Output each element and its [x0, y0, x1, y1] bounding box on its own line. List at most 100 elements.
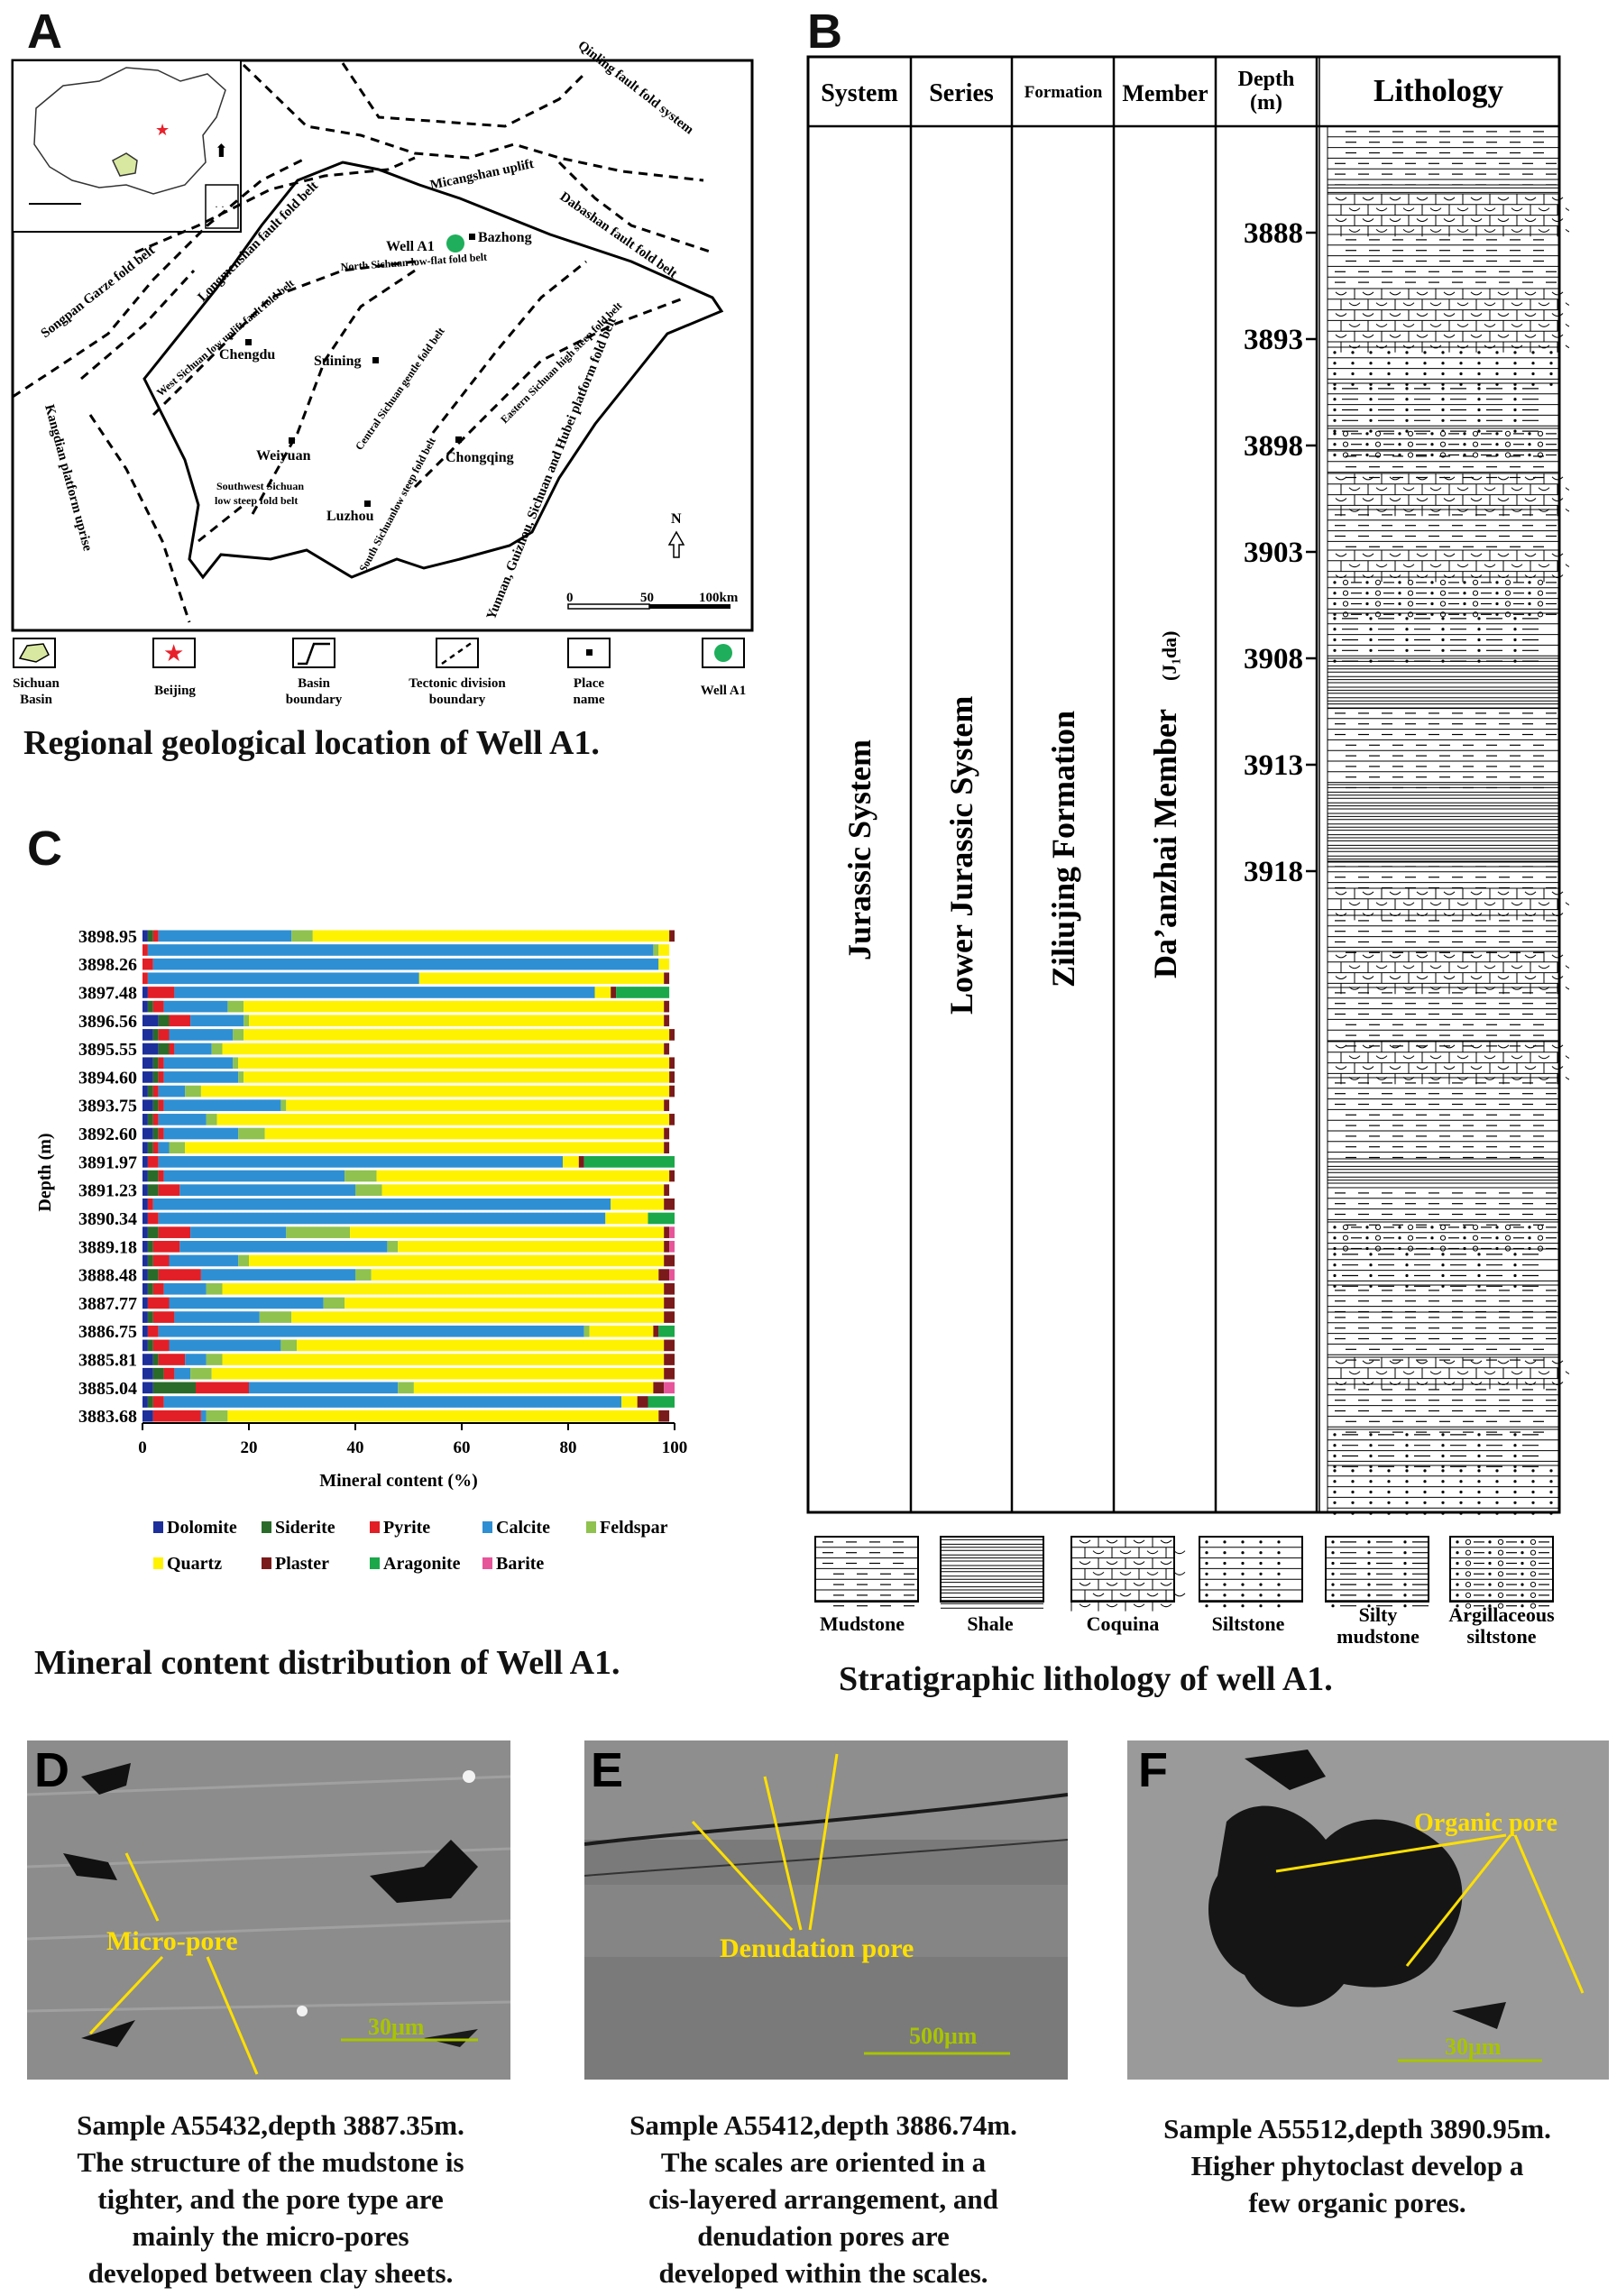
bar-feldspar-26 — [211, 1042, 223, 1055]
bar-dolomite-12 — [142, 1240, 148, 1253]
bar-dolomite-26 — [142, 1042, 159, 1055]
map-legend: ★ Sichuan Basin Beijing Basin boundary T… — [13, 638, 746, 707]
legend-swatch-pyrite — [370, 1521, 380, 1533]
caption-e-line-3: cis-layered arrangement, and — [648, 2183, 998, 2215]
bar-siderite-23 — [147, 1085, 153, 1097]
lithology-layer-mud — [1328, 707, 1559, 789]
bar-plaster-26 — [664, 1042, 670, 1055]
bar-siderite-11 — [147, 1254, 153, 1267]
bar-dolomite-16 — [142, 1184, 148, 1196]
bar-calcite-34 — [158, 930, 292, 942]
caption-e-line-5: developed within the scales. — [658, 2257, 988, 2289]
legend-place-1: Place — [574, 676, 604, 691]
bar-plaster-20 — [664, 1127, 670, 1140]
header-series: Series — [929, 79, 994, 107]
bar-calcite-1 — [163, 1396, 621, 1408]
bar-calcite-22 — [163, 1099, 281, 1112]
legend-swatch-siderite — [262, 1521, 271, 1533]
bar-dolomite-5 — [142, 1339, 148, 1352]
bar-calcite-18 — [158, 1156, 564, 1168]
bar-pyrite-15 — [147, 1198, 153, 1210]
bar-siderite-19 — [147, 1142, 153, 1154]
bar-pyrite-25 — [158, 1057, 164, 1070]
bar-plaster-24 — [669, 1071, 675, 1083]
micro-f-scale: 30μm — [1445, 2034, 1502, 2060]
bar-dolomite-9 — [142, 1282, 148, 1295]
north-arrow — [667, 530, 685, 558]
lithology-layer-mud — [1328, 1311, 1559, 1361]
svg-text:· ·: · · — [215, 200, 225, 213]
bar-plaster-27 — [669, 1029, 675, 1041]
micro-d-annotation: Micro-pore — [106, 1926, 238, 1956]
legend-tectonic-2: boundary — [429, 693, 486, 707]
bar-plaster-25 — [669, 1057, 675, 1070]
legend-box-argsilt — [1449, 1536, 1554, 1609]
bar-siderite-34 — [147, 930, 153, 942]
caption-d-line-4: mainly the micro-pores — [132, 2220, 409, 2252]
bar-feldspar-33 — [653, 944, 659, 956]
panel-letter-c: C — [27, 822, 62, 876]
bar-calcite-16 — [179, 1184, 355, 1196]
bar-plaster-10 — [658, 1269, 670, 1281]
bar-feldspar-11 — [238, 1254, 249, 1267]
caption-f-line-1: Sample A55512,depth 3890.95m. — [1163, 2113, 1551, 2144]
micro-f-annotation: Organic pore — [1414, 1809, 1557, 1837]
mineral-chart: Depth (m) Mineral content (%) 3883.68388… — [35, 927, 687, 1574]
strat-caption: Stratigraphic lithology of well A1. — [839, 1660, 1333, 1698]
bar-pyrite-30 — [147, 987, 175, 998]
bar-quartz-11 — [249, 1254, 665, 1267]
lithology-layer-mud — [1328, 987, 1559, 1047]
north-label: N — [671, 511, 682, 527]
bar-plaster-3 — [664, 1367, 675, 1380]
caption-d-line-3: tighter, and the pore type are — [97, 2183, 444, 2215]
lithology-layer-argsilt — [1328, 427, 1559, 458]
micrograph-f: Organic pore 30μm — [1127, 1740, 1609, 2080]
bar-plaster-15 — [664, 1198, 675, 1210]
bar-plaster-7 — [664, 1311, 675, 1323]
bar-siderite-22 — [152, 1099, 159, 1112]
bar-plaster-31 — [664, 972, 670, 985]
bar-plaster-5 — [664, 1339, 675, 1352]
lithology-layer-siltymud — [1328, 612, 1559, 663]
scale-0: 0 — [566, 591, 574, 605]
bar-siderite-12 — [147, 1240, 153, 1253]
label-bazhong: Bazhong — [478, 230, 532, 245]
bar-calcite-12 — [179, 1240, 388, 1253]
legend-swatch-aragonite — [370, 1557, 380, 1569]
label-southwest-1: Southwest Sichuan — [216, 480, 304, 492]
bar-plaster-29 — [664, 1000, 670, 1013]
bar-dolomite-13 — [142, 1226, 148, 1238]
bar-barite-12 — [669, 1240, 675, 1253]
bar-pyrite-17 — [158, 1170, 164, 1182]
y-tick-label: 3894.60 — [78, 1068, 137, 1088]
bar-feldspar-16 — [355, 1184, 382, 1196]
bar-pyrite-9 — [152, 1282, 164, 1295]
bar-pyrite-34 — [152, 930, 159, 942]
bar-siderite-7 — [147, 1311, 153, 1323]
bar-siderite-9 — [147, 1282, 153, 1295]
bar-siderite-28 — [158, 1015, 170, 1027]
map-caption: Regional geological location of Well A1. — [23, 724, 600, 762]
bar-dolomite-28 — [142, 1015, 159, 1027]
legend-swatch-feldspar — [586, 1521, 596, 1533]
depth-tick-label: 3913 — [1244, 749, 1303, 782]
lithology-layer-shale — [1328, 1158, 1559, 1189]
bar-dolomite-10 — [142, 1269, 148, 1281]
legend-silty-1: Silty — [1359, 1603, 1398, 1626]
system-label: Jurassic System — [841, 739, 877, 960]
legend-shale: Shale — [967, 1612, 1014, 1635]
bar-plaster-4 — [664, 1354, 675, 1365]
legend-mudstone: Mudstone — [820, 1612, 905, 1635]
lithology-layer-mud — [1328, 1187, 1559, 1226]
legend-label-pyrite: Pyrite — [383, 1518, 430, 1538]
label-weiyuan: Weiyuan — [256, 448, 311, 464]
chart-xlabel: Mineral content (%) — [319, 1471, 478, 1491]
bar-pyrite-2 — [196, 1382, 249, 1394]
legend-label-aragonite: Aragonite — [383, 1554, 461, 1574]
header-formation: Formation — [1024, 83, 1103, 102]
legend-label-plaster: Plaster — [275, 1554, 329, 1574]
bar-calcite-20 — [163, 1127, 239, 1140]
bar-calcite-2 — [249, 1382, 399, 1394]
bar-quartz-23 — [200, 1085, 670, 1097]
y-tick-label: 3883.68 — [78, 1407, 137, 1427]
